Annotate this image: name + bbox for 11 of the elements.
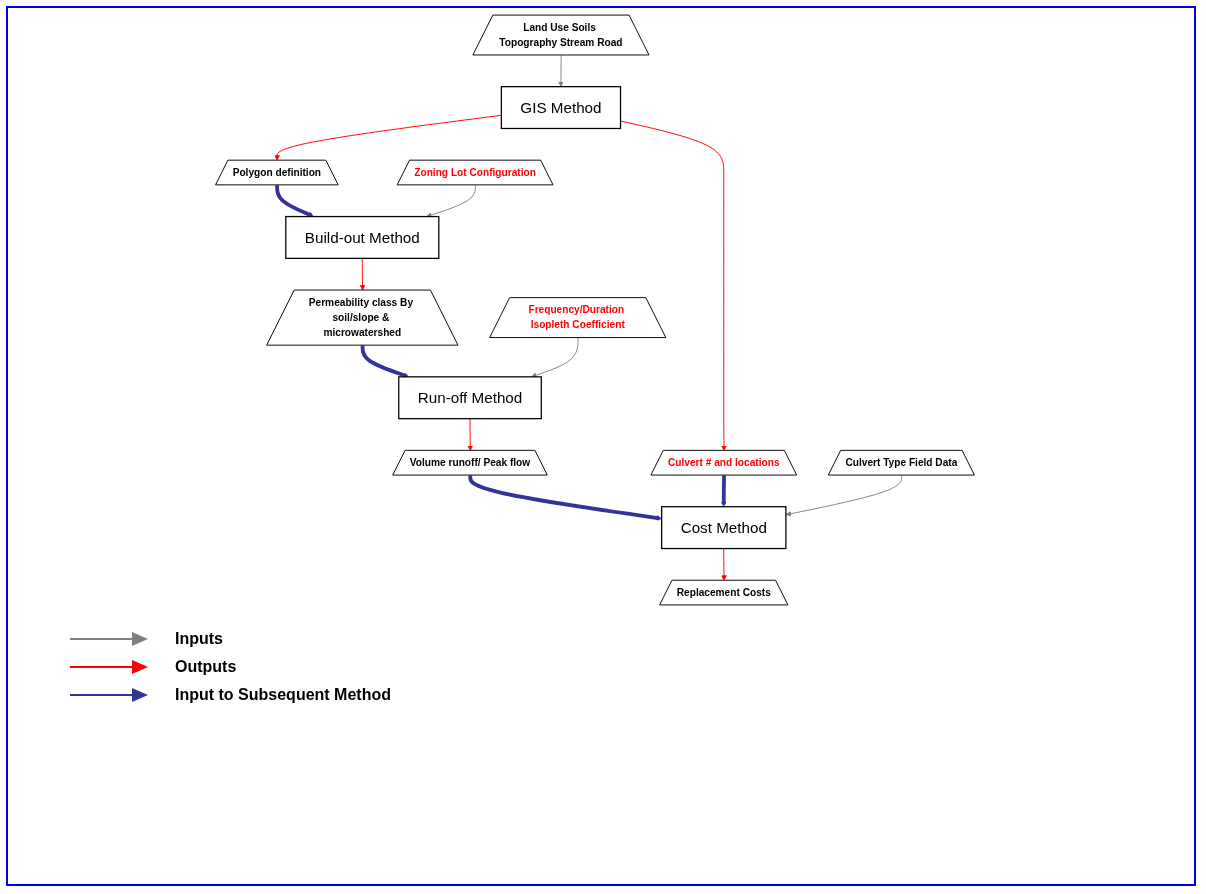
arrow [721, 475, 727, 507]
legend-label: Inputs [175, 630, 223, 648]
node-box: Cost Method [661, 506, 787, 550]
arrow [468, 475, 662, 521]
legend-label: Outputs [175, 658, 237, 676]
node-box: GIS Method [500, 86, 622, 130]
legend-label: Input to Subsequent Method [175, 686, 391, 704]
arrow [360, 345, 409, 378]
arrow [275, 185, 314, 218]
node-box: Build-out Method [285, 215, 440, 259]
node-box: Run-off Method [398, 376, 542, 420]
